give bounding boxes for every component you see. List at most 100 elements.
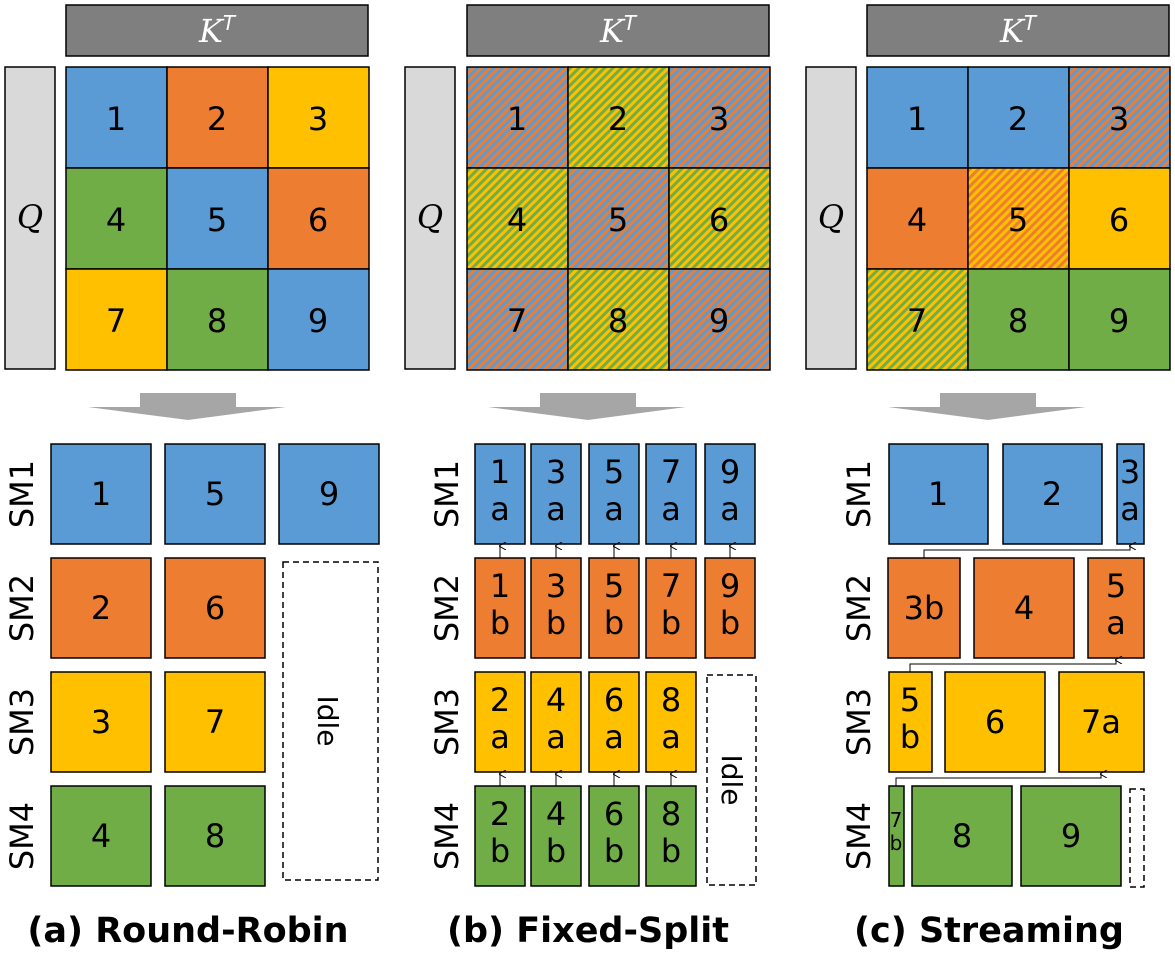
grid-cell-label: 2 [1008, 100, 1028, 138]
idle-label: Idle [311, 695, 344, 746]
kt-header: KT [866, 4, 1170, 57]
work-block: 7a [1058, 671, 1145, 773]
kt-superscript: T [624, 11, 638, 35]
q-label: Q [417, 198, 443, 236]
work-block-label: 2 [1042, 475, 1062, 513]
grid-cell-label: 2 [608, 100, 628, 138]
idle-label: Idle [715, 754, 748, 805]
work-block-label: 1 [91, 475, 111, 513]
idle-block: Idle [282, 561, 379, 881]
grid-cell: 8 [967, 268, 1070, 371]
kt-superscript: T [1024, 11, 1038, 35]
grid-cell-label: 7 [106, 302, 126, 340]
work-block: 1 [50, 443, 152, 545]
work-block: 7 [164, 671, 266, 773]
work-block: 8 [911, 785, 1013, 887]
panel-caption: (c) Streaming [854, 911, 1124, 951]
grid-cell: 7 [866, 268, 969, 371]
grid-cell-label: 1 [106, 100, 126, 138]
work-block: 6 [944, 671, 1046, 773]
svg-text:KT: KT [198, 11, 237, 50]
work-block-label: 4 [1014, 589, 1034, 627]
grid-cell: 4 [466, 167, 569, 270]
sm-row-labels: SM1 SM2 SM3 SM4 [3, 460, 41, 870]
work-block: 3 [50, 671, 152, 773]
grid-cell: 1 [466, 66, 569, 169]
work-block-label: 8 [205, 817, 225, 855]
dependency-arrows [500, 546, 730, 786]
sm-label: SM1 [840, 460, 878, 528]
work-block-label: 9 [319, 475, 339, 513]
grid-cell-label: 9 [709, 302, 729, 340]
work-block-label: 5 [205, 475, 225, 513]
sm-label: SM2 [3, 574, 41, 642]
work-block-label: 6 [985, 703, 1005, 741]
work-block: 6 [164, 557, 266, 659]
grid-cell: 5 [166, 167, 269, 270]
work-block-label: 6 [205, 589, 225, 627]
work-block-label: 7 [205, 703, 225, 741]
sm-row-labels: SM1 SM2 SM3 SM4 [428, 460, 466, 870]
grid-cell: 3 [668, 66, 771, 169]
work-block: 9 [278, 443, 380, 545]
dependency-arrows [895, 546, 1130, 786]
kt-header: KT [65, 4, 369, 57]
work-block-label: 1 [928, 475, 948, 513]
grid-cell-label: 1 [507, 100, 527, 138]
q-label: Q [17, 198, 43, 236]
work-block: 9 [1020, 785, 1122, 887]
dependency-arrow [909, 660, 1116, 672]
grid-cell: 9 [267, 268, 370, 371]
dependency-arrow [923, 546, 1130, 558]
grid-cell-label: 7 [507, 302, 527, 340]
q-bar: Q [404, 66, 456, 370]
dependency-arrow [895, 774, 1101, 786]
grid-cell: 5 [967, 167, 1070, 270]
work-block-label: 2 [91, 589, 111, 627]
panel-caption: (b) Fixed-Split [447, 911, 729, 951]
work-block-label: 7a [1081, 703, 1121, 741]
work-block: 4 [973, 557, 1075, 659]
panel-fixed-split: KT Q 1 2 3 4 5 6 7 8 9 SM1 SM2 SM3 SM4 1… [404, 4, 771, 951]
sm-label: SM4 [3, 802, 41, 870]
work-block: 2 [50, 557, 152, 659]
grid-cell-label: 8 [207, 302, 227, 340]
down-arrow-icon [888, 393, 1086, 420]
attention-grid: 1 2 3 4 5 6 7 8 9 [866, 66, 1171, 371]
svg-text:KT: KT [999, 11, 1038, 50]
grid-cell: 1 [866, 66, 969, 169]
kt-superscript: T [223, 11, 237, 35]
kt-label: K [198, 12, 225, 50]
work-block-label: 9 [1061, 817, 1081, 855]
work-block-label: 3b [904, 589, 945, 627]
grid-cell-label: 3 [709, 100, 729, 138]
grid-cell-label: 7 [907, 302, 927, 340]
grid-cell: 2 [166, 66, 269, 169]
grid-cell: 8 [567, 268, 670, 371]
grid-cell-label: 6 [308, 201, 328, 239]
sm-label: SM2 [840, 574, 878, 642]
grid-cell: 6 [1068, 167, 1171, 270]
kt-label: K [599, 12, 626, 50]
